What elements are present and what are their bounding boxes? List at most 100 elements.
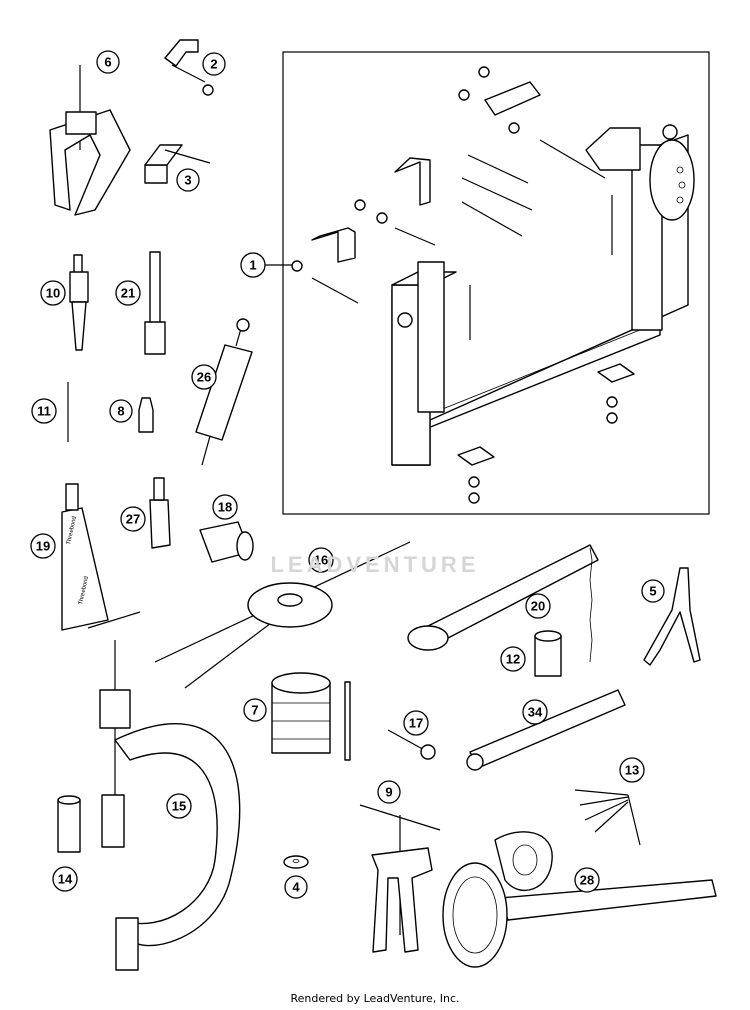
stand-nut-2 xyxy=(458,89,470,101)
callout-8: 8 xyxy=(109,399,133,423)
stand-nut-3 xyxy=(508,122,520,134)
part-9-small-puller xyxy=(359,804,441,953)
part-17-valve-tool xyxy=(387,729,436,760)
callout-10-label: 10 xyxy=(46,286,60,301)
callout-6: 6 xyxy=(96,50,120,74)
stand-nut-1 xyxy=(478,66,490,78)
stand-bolt-rod-4 xyxy=(539,139,606,179)
stand-bolt-rod-3 xyxy=(461,201,523,237)
part-7-ring-compressor xyxy=(271,672,351,761)
callout-13-label: 13 xyxy=(625,763,639,778)
callout-9: 9 xyxy=(377,780,401,804)
callout-14: 14 xyxy=(52,866,78,892)
callout-12-label: 12 xyxy=(506,652,520,667)
callout-20-label: 20 xyxy=(531,599,545,614)
callout-1: 1 xyxy=(240,252,266,278)
callout-8-label: 8 xyxy=(117,404,124,419)
stand-nut-7 xyxy=(606,412,618,424)
callout-21: 21 xyxy=(115,280,141,306)
callout-11-label: 11 xyxy=(37,404,51,419)
part-14-sleeve xyxy=(57,795,81,853)
callout-6-label: 6 xyxy=(104,55,111,70)
mount-plate-hole-2 xyxy=(678,181,686,189)
part-13-hex-keys xyxy=(574,789,641,846)
callout-34: 34 xyxy=(522,699,548,725)
stand-bolt-rod-5 xyxy=(311,277,359,304)
stand-bolt-knob xyxy=(397,312,413,328)
mount-plate-hole-3 xyxy=(676,196,684,204)
part-19-tube: Threebond Threebond xyxy=(61,483,109,631)
callout-12: 12 xyxy=(500,646,526,672)
stand-washer-2 xyxy=(468,476,480,488)
callout-34-label: 34 xyxy=(528,705,543,720)
stand-bolt-rod-2 xyxy=(461,177,533,211)
callout-27-label: 27 xyxy=(126,512,140,527)
stand-foot-pad-2 xyxy=(457,446,495,466)
stand-bolt-rod-6 xyxy=(394,227,436,246)
callout-7-label: 7 xyxy=(251,703,258,718)
callout-14-label: 14 xyxy=(58,872,73,887)
part-16-t-handle xyxy=(154,541,411,689)
callout-16-label: 16 xyxy=(314,553,328,568)
part-10-slide-hammer xyxy=(69,254,89,351)
part-2-bracket xyxy=(164,39,214,96)
callout-9-label: 9 xyxy=(385,785,392,800)
callout-17: 17 xyxy=(403,710,429,736)
part-20-chain-wrench xyxy=(407,544,599,663)
part-3-gauge xyxy=(144,144,211,184)
mount-plate-knob xyxy=(662,124,678,140)
engine-stand-group xyxy=(265,51,710,515)
callout-28-label: 28 xyxy=(580,873,594,888)
stand-nut-4 xyxy=(291,260,303,272)
callout-15-label: 15 xyxy=(172,799,186,814)
callout-21-label: 21 xyxy=(121,286,135,301)
callout-3-label: 3 xyxy=(184,173,191,188)
part-18-adapter xyxy=(199,521,254,563)
callout-18: 18 xyxy=(212,494,238,520)
stand-nut-6 xyxy=(376,212,388,224)
part-8-bottle xyxy=(138,397,154,433)
callout-16: 16 xyxy=(308,547,334,573)
stand-nut-8 xyxy=(468,492,480,504)
callout-26-label: 26 xyxy=(197,370,211,385)
part-15-valve-compressor xyxy=(87,611,241,971)
part-5-pliers xyxy=(643,567,701,666)
callout-13: 13 xyxy=(619,757,645,783)
callout-28: 28 xyxy=(574,867,600,893)
callout-4-label: 4 xyxy=(292,880,300,895)
callout-26: 26 xyxy=(191,364,217,390)
callout-18-label: 18 xyxy=(218,500,232,515)
callout-2: 2 xyxy=(202,52,226,76)
callout-19-label: 19 xyxy=(36,539,50,554)
callout-1-label: 1 xyxy=(249,258,256,273)
part-12-sleeve xyxy=(534,630,562,677)
stand-bracket-left xyxy=(311,227,356,263)
tube-label-bottom: Threebond xyxy=(78,576,90,606)
part-26-syringe xyxy=(195,318,253,466)
part-21-drift xyxy=(144,251,166,355)
part-34-bar-wrench xyxy=(466,689,626,771)
engine-stand-upright xyxy=(417,261,445,413)
stand-washer-1 xyxy=(606,396,618,408)
callout-17-label: 17 xyxy=(409,716,423,731)
callout-19: 19 xyxy=(30,533,56,559)
stand-bracket-top xyxy=(484,81,541,116)
part-27-bottle xyxy=(149,477,171,549)
callout-5-label: 5 xyxy=(649,584,656,599)
engine-stand-frame xyxy=(282,51,710,515)
stand-bracket-mid xyxy=(394,157,431,206)
part-28-clutch-holder xyxy=(442,831,717,968)
callout-2-label: 2 xyxy=(210,57,217,72)
watermark-text: LEADVENTURE xyxy=(270,552,480,577)
callout-5: 5 xyxy=(641,579,665,603)
callout-10: 10 xyxy=(40,280,66,306)
engine-stand-mount-plate xyxy=(649,139,695,221)
callout-7: 7 xyxy=(243,698,267,722)
callout-15: 15 xyxy=(166,793,192,819)
callout-3: 3 xyxy=(176,168,200,192)
part-6-puller xyxy=(49,65,131,216)
footer-credit: Rendered by LeadVenture, Inc. xyxy=(290,992,460,1005)
callout-20: 20 xyxy=(525,593,551,619)
part-4-washer xyxy=(283,855,309,869)
